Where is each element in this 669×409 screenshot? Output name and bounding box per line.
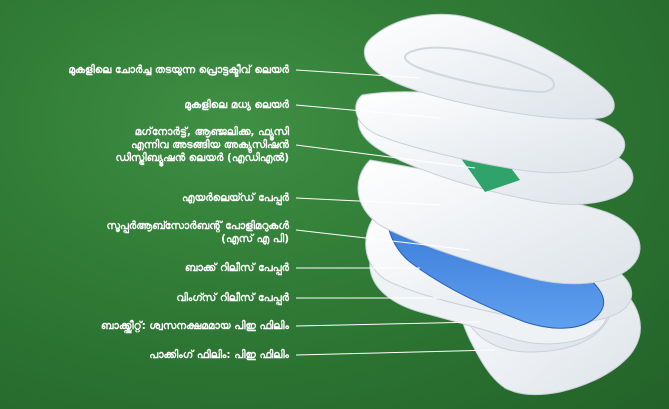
- leader-line-8: [296, 322, 480, 326]
- label-backsheet: ബാക്ക്ഷീറ്റ്: ശ്വസനക്ഷമമായ പിഇ ഫിലിം: [101, 320, 289, 333]
- label-airlaid-paper: എയർലെയ്ഡ് പേപ്പർ: [182, 192, 289, 205]
- label-adl-line3: ഡിസ്ട്രിബ്യൂഷൻ ലെയർ (എഡിഎൽ): [115, 152, 289, 165]
- label-packing-film: പാക്കിംഗ് ഫിലിം: പിഇ ഫിലിം: [149, 349, 289, 362]
- label-sap-line1: സൂപ്പർആബ്സോർബന്റ് പോളിമറുകൾ: [106, 220, 289, 233]
- label-upper-middle-layer: മുകളിലെ മധ്യ ലെയർ: [184, 99, 289, 112]
- leader-line-9: [296, 350, 495, 355]
- label-sap-layer: സൂപ്പർആബ്സോർബന്റ് പോളിമറുകൾ (എസ് എ പി): [106, 220, 289, 246]
- label-sap-line2: (എസ് എ പി): [106, 233, 289, 246]
- label-adl-line1: മഗ്‌നോർട്ട്, ആഞ്ജലിക്ക, ഫ്യൂസി: [115, 126, 289, 139]
- label-top-protective-layer: മുകളിലെ ചോർച്ച തടയുന്ന പ്രൊട്ടക്ടീവ് ലെയ…: [68, 64, 289, 77]
- label-back-release-paper: ബാക്ക് റിലീസ് പേപ്പർ: [185, 262, 289, 275]
- label-adl-line2: എന്നിവ അടങ്ങിയ അക്യുസിഷൻ: [115, 139, 289, 152]
- label-adl-layer: മഗ്‌നോർട്ട്, ആഞ്ജലിക്ക, ഫ്യൂസി എന്നിവ അട…: [115, 126, 289, 165]
- label-wings-release-paper: വിംഗ്സ് റിലീസ് പേപ്പർ: [176, 292, 289, 305]
